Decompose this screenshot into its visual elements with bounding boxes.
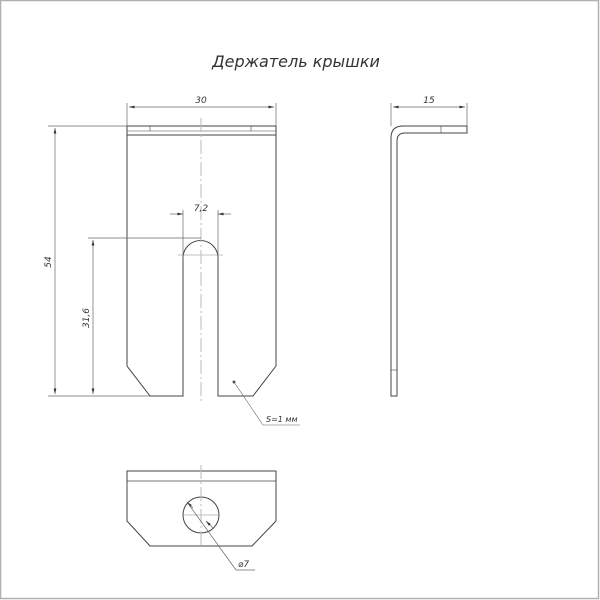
dim-width <box>126 103 277 126</box>
dim-flange <box>390 103 468 126</box>
thickness-leader <box>232 380 300 426</box>
drawing-title: Держатель крышки <box>211 52 380 71</box>
dim-slot-width-label: 7,2 <box>194 204 209 214</box>
dim-slot-width <box>170 210 231 258</box>
dim-height <box>48 125 201 397</box>
dim-hole <box>186 501 255 571</box>
thickness-note: S=1 мм <box>266 415 297 424</box>
dim-height-label: 54 <box>44 256 54 268</box>
dim-flange-label: 15 <box>423 96 435 106</box>
side-view <box>390 125 468 397</box>
dim-slot-depth-label: 31,6 <box>82 308 92 328</box>
dim-hole-label: ⌀7 <box>238 560 249 570</box>
dim-width-label: 30 <box>195 96 207 106</box>
